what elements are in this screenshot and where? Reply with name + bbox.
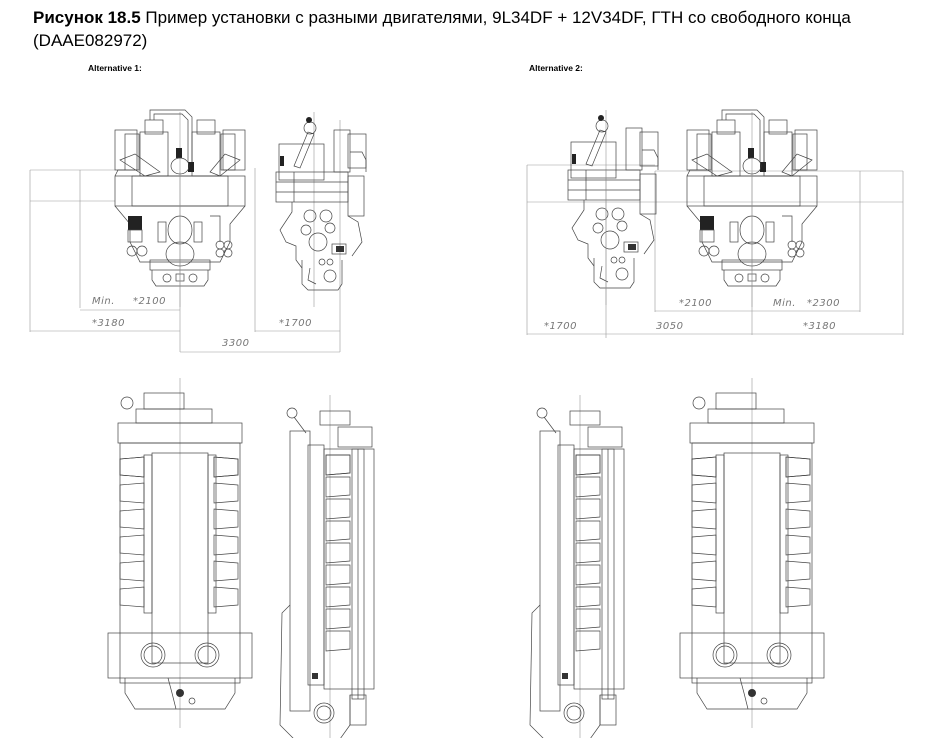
figure-label: Рисунок 18.5 (33, 8, 141, 27)
alternative-2-label: Alternative 2: (529, 63, 583, 73)
figure-caption-text: Пример установки с разными двигателями, … (33, 8, 851, 50)
alt1-min-label: Min. (92, 296, 115, 307)
alt1-dim-2100: *2100 (133, 296, 166, 307)
alt2-dim-3180: *3180 (803, 321, 836, 332)
alt2-dim-2100: *2100 (679, 298, 712, 309)
alt2-dim-2300: *2300 (807, 298, 840, 309)
alt1-dim-1700: *1700 (279, 318, 312, 329)
alt1-dim-3300: 3300 (222, 338, 250, 349)
figure-caption: Рисунок 18.5 Пример установки с разными … (33, 6, 923, 52)
alternative-1-label: Alternative 1: (88, 63, 142, 73)
alt2-dim-3050: 3050 (656, 321, 684, 332)
alt2-min-label: Min. (773, 298, 796, 309)
alt2-dim-1700: *1700 (544, 321, 577, 332)
alt1-dim-3180: *3180 (92, 318, 125, 329)
